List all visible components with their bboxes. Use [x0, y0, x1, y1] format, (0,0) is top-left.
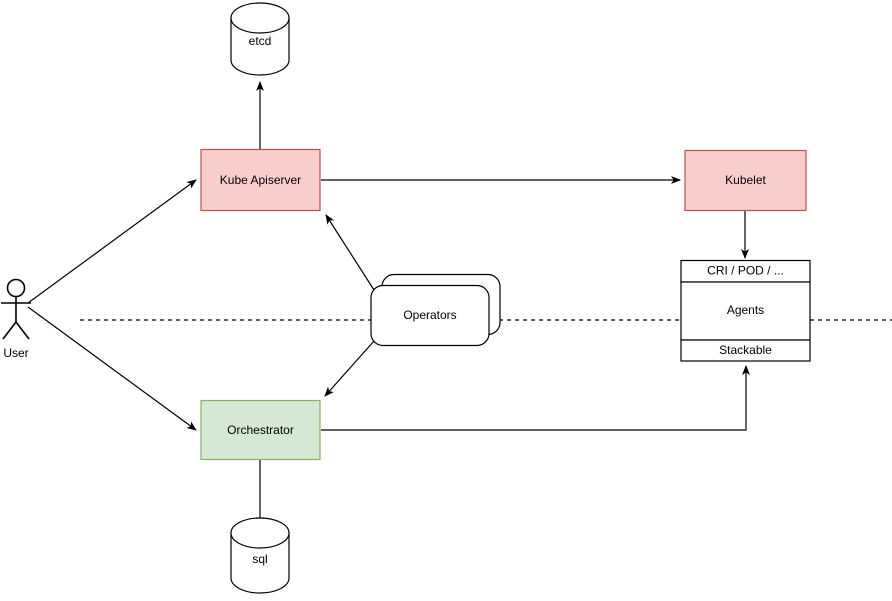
user-head-icon	[6, 278, 26, 298]
edge-user-to-orchestrator	[27, 306, 197, 431]
agents-row-agents[interactable]	[680, 281, 811, 341]
node-kubelet-label: Kubelet	[725, 173, 766, 187]
edge-orchestrator-to-stackable	[321, 365, 750, 431]
node-kube-apiserver[interactable]: Kube Apiserver	[200, 148, 321, 212]
node-agents-stack[interactable]: CRI / POD / ... Agents Stackable	[680, 259, 811, 362]
agents-row-agents-label: Agents	[727, 303, 764, 317]
agents-row-cri-label: CRI / POD / ...	[707, 264, 784, 278]
node-operators-label: Operators	[403, 308, 456, 322]
node-kubelet[interactable]: Kubelet	[684, 149, 807, 212]
node-orchestrator-label: Orchestrator	[227, 423, 294, 437]
node-sql-label: sql	[252, 552, 267, 566]
agents-row-stackable[interactable]	[680, 339, 811, 362]
user-leg-right-icon	[15, 321, 30, 340]
node-orchestrator[interactable]: Orchestrator	[200, 399, 321, 461]
node-etcd[interactable]: etcd	[230, 2, 290, 76]
node-kube-apiserver-label: Kube Apiserver	[220, 173, 301, 187]
edge-operators-to-apiserver	[325, 214, 375, 291]
agents-row-stackable-label: Stackable	[719, 343, 772, 357]
node-operators[interactable]: Operators	[370, 273, 501, 347]
operators-front-card	[370, 284, 490, 347]
user-leg-left-icon	[2, 321, 17, 340]
node-user-label: User	[3, 346, 28, 360]
edge-operators-to-orchestrator	[324, 340, 375, 397]
node-sql[interactable]: sql	[230, 517, 290, 594]
node-user[interactable]: User	[1, 278, 31, 361]
edge-user-to-apiserver	[27, 179, 197, 304]
node-etcd-label: etcd	[249, 34, 272, 48]
